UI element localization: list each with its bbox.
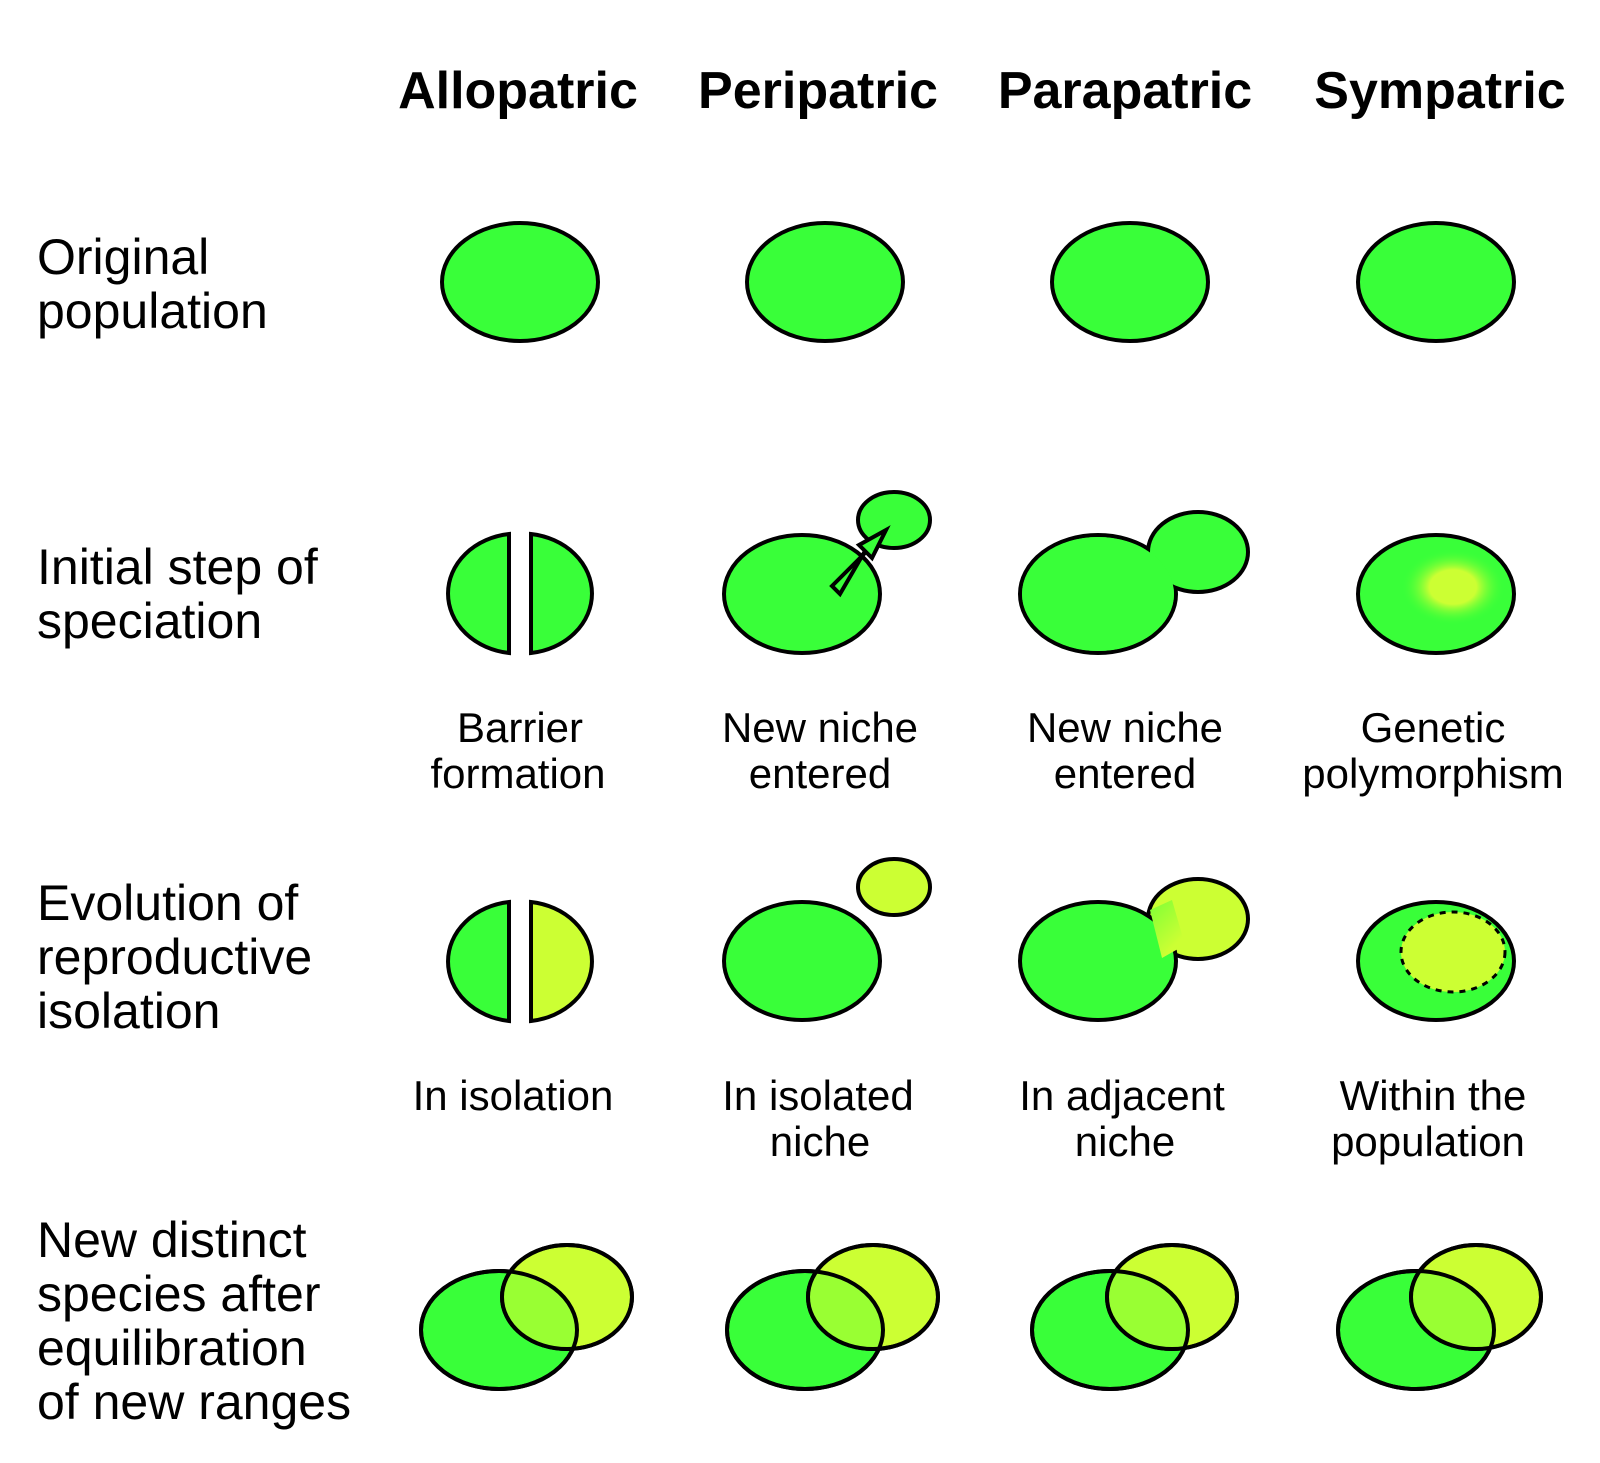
main-population (722, 900, 882, 1022)
sympatric-polymorphism (1356, 533, 1516, 655)
original-range-outline (725, 1269, 885, 1391)
original-population-parapatric (1050, 221, 1210, 343)
population-half-right (529, 531, 594, 656)
allopatric-isolation (446, 899, 594, 1024)
row-label-evolution: Evolution of reproductive isolation (37, 875, 312, 1039)
row-label-line: Evolution of (37, 875, 298, 931)
overlap-allopatric (419, 1243, 634, 1391)
polymorphism-patch (1401, 549, 1505, 625)
peripatric-isolated-niche (722, 857, 932, 1022)
row-label-initial-step: Initial step of speciation (37, 539, 318, 649)
column-header-peripatric: Peripatric (698, 62, 938, 120)
migration-arrow-icon (829, 525, 891, 598)
parapatric-adjacent-niche (1018, 877, 1250, 1022)
parapatric-new-niche (1018, 510, 1250, 655)
sympatric-within-population (1356, 900, 1516, 1022)
row-label-new-species: New distinct species after equilibration… (37, 1212, 351, 1430)
original-range-outline (419, 1269, 579, 1391)
caption-barrier-formation-line2: formation (430, 750, 605, 797)
caption-in-adjacent-niche-line1: In adjacent (1019, 1072, 1225, 1119)
main-population (1018, 900, 1178, 1022)
main-population (722, 533, 882, 655)
cline-zone (1150, 900, 1185, 958)
row-label-line: reproductive (37, 929, 312, 985)
caption-in-isolation: In isolation (413, 1072, 614, 1119)
original-range-outline (1030, 1269, 1190, 1391)
overlap-sympatric (1336, 1243, 1543, 1391)
caption-in-isolated-niche-line2: niche (770, 1118, 870, 1165)
caption-new-niche-peripatric-line2: entered (749, 750, 891, 797)
row-label-original-population: Original population (37, 229, 268, 339)
caption-genetic-polymorphism-line2: polymorphism (1302, 750, 1563, 797)
caption-new-niche-parapatric-line1: New niche (1027, 704, 1223, 751)
caption-barrier-formation-line1: Barrier (457, 704, 583, 751)
row-label-line: Original (37, 229, 209, 285)
column-header-sympatric: Sympatric (1314, 62, 1565, 120)
caption-in-isolated-niche-line1: In isolated (722, 1072, 913, 1119)
population-half-left (446, 899, 511, 1024)
population-half-right-diverged (529, 899, 594, 1024)
row-label-line: population (37, 283, 268, 339)
row-label-line: New distinct (37, 1212, 307, 1268)
original-population-peripatric (745, 221, 905, 343)
caption-in-adjacent-niche-line2: niche (1075, 1118, 1175, 1165)
subpopulation-dashed (1399, 910, 1507, 994)
new-species-outline-parapatric (1105, 1243, 1239, 1351)
column-header-allopatric: Allopatric (398, 62, 638, 120)
original-population-sympatric (1356, 221, 1516, 343)
row-label-line: Initial step of (37, 539, 318, 595)
overlap-fill (1022, 537, 1174, 651)
caption-within-population-line1: Within the (1340, 1072, 1527, 1119)
allopatric-barrier-split (446, 531, 594, 656)
row-label-line: equilibration (37, 1320, 307, 1376)
range-overlap (502, 1271, 577, 1349)
row-label-line: speciation (37, 593, 262, 649)
population-half-left (446, 531, 511, 656)
isolated-niche-population (856, 857, 932, 917)
original-population-allopatric (440, 221, 600, 343)
new-species-outline-allopatric (500, 1243, 634, 1351)
overlap-peripatric (725, 1243, 940, 1391)
overlap-parapatric (1030, 1243, 1239, 1391)
row-label-line: species after (37, 1266, 320, 1322)
row-label-line: isolation (37, 983, 220, 1039)
caption-within-population-line2: population (1331, 1118, 1525, 1165)
peripatric-new-niche (722, 490, 932, 655)
caption-new-niche-parapatric-line2: entered (1054, 750, 1196, 797)
column-header-parapatric: Parapatric (998, 62, 1252, 120)
row-label-line: of new ranges (37, 1374, 351, 1430)
new-species-outline-peripatric (806, 1243, 940, 1351)
new-species-outline-sympatric (1409, 1243, 1543, 1351)
range-overlap (808, 1271, 883, 1349)
original-range-outline (1336, 1269, 1496, 1391)
caption-new-niche-peripatric-line1: New niche (722, 704, 918, 751)
caption-genetic-polymorphism-line1: Genetic (1361, 704, 1506, 751)
